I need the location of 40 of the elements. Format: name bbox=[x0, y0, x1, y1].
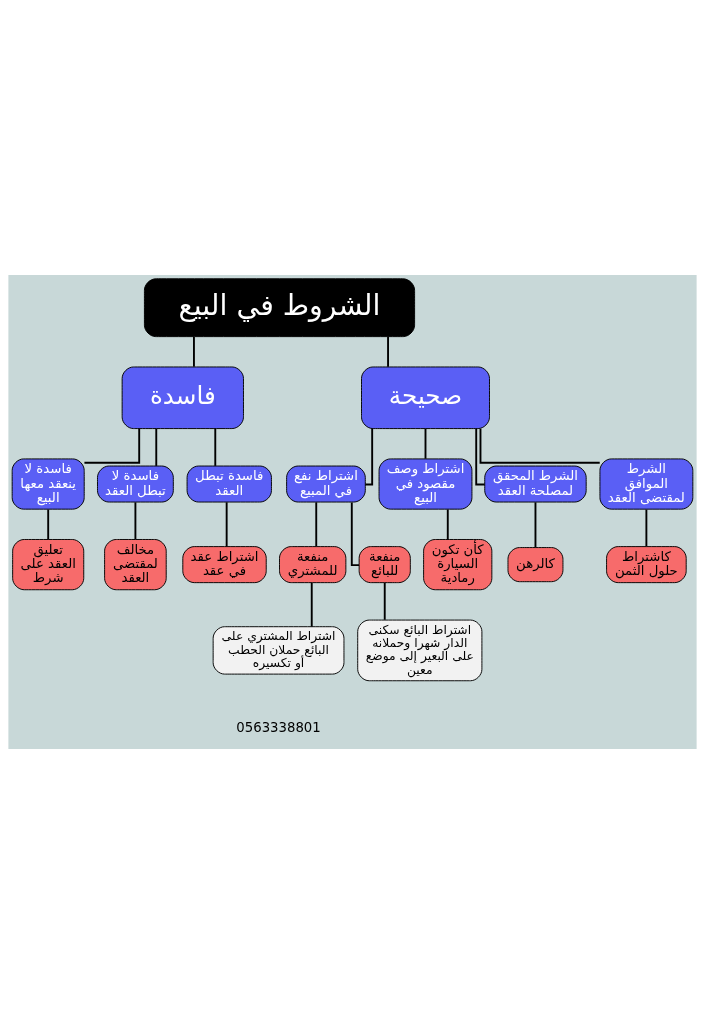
label: 0563338801 bbox=[236, 719, 321, 735]
node-box: فاسدة لا ينعقد معها البيع bbox=[11, 458, 85, 510]
node-box: الشرط المحقق لمصلحة العقد bbox=[484, 465, 587, 503]
node-box: منفعة للبائع bbox=[358, 546, 411, 584]
node-box: كالرهن bbox=[507, 547, 564, 583]
connector bbox=[350, 501, 361, 567]
node-box: تعليق العقد على شرط bbox=[12, 539, 85, 591]
node-box: اشتراط نفع في المبيع bbox=[286, 465, 366, 503]
node-box: منفعة للمشتري bbox=[279, 546, 347, 584]
connector bbox=[83, 427, 141, 464]
connector bbox=[225, 501, 228, 548]
node-box: صحيحة bbox=[361, 366, 490, 430]
connector bbox=[534, 501, 537, 549]
node-box: اشتراط البائع سكنى الدار شهرا وحملانه على البعير إلى موضع معين bbox=[357, 619, 483, 682]
connector bbox=[479, 427, 601, 464]
connector bbox=[424, 427, 427, 460]
connector bbox=[387, 335, 389, 368]
node-box: فاسدة لا تبطل العقد bbox=[97, 465, 174, 503]
node-box: اشتراط عقد في عقد bbox=[182, 546, 267, 584]
node-box: اشتراط المشتري على البائع حملان الحطب أو تكسيره bbox=[212, 626, 345, 675]
node-box: فاسدة bbox=[121, 366, 244, 430]
node-box: فاسدة تبطل العقد bbox=[186, 465, 272, 503]
node-box: كأن تكون السيارة رمادية bbox=[423, 539, 493, 591]
connector bbox=[193, 335, 195, 368]
connector bbox=[47, 508, 50, 541]
connector bbox=[446, 508, 449, 541]
connector bbox=[214, 427, 217, 467]
connector bbox=[315, 501, 318, 548]
connector bbox=[475, 427, 486, 486]
connector bbox=[310, 581, 313, 628]
connector bbox=[155, 427, 158, 467]
node-box: الشرط الموافق لمقتضى العقد bbox=[599, 458, 694, 510]
connector bbox=[645, 508, 648, 548]
node-box: اشتراط وصف مقصود في البيع bbox=[378, 458, 473, 510]
connector bbox=[383, 581, 386, 621]
connector bbox=[364, 427, 374, 486]
connector bbox=[134, 501, 137, 541]
node-box: كاشتراط حلول الثمن bbox=[606, 546, 687, 584]
node-box: الشروط في البيع bbox=[143, 278, 416, 338]
node-box: مخالف لمقتضى العقد bbox=[104, 539, 167, 591]
